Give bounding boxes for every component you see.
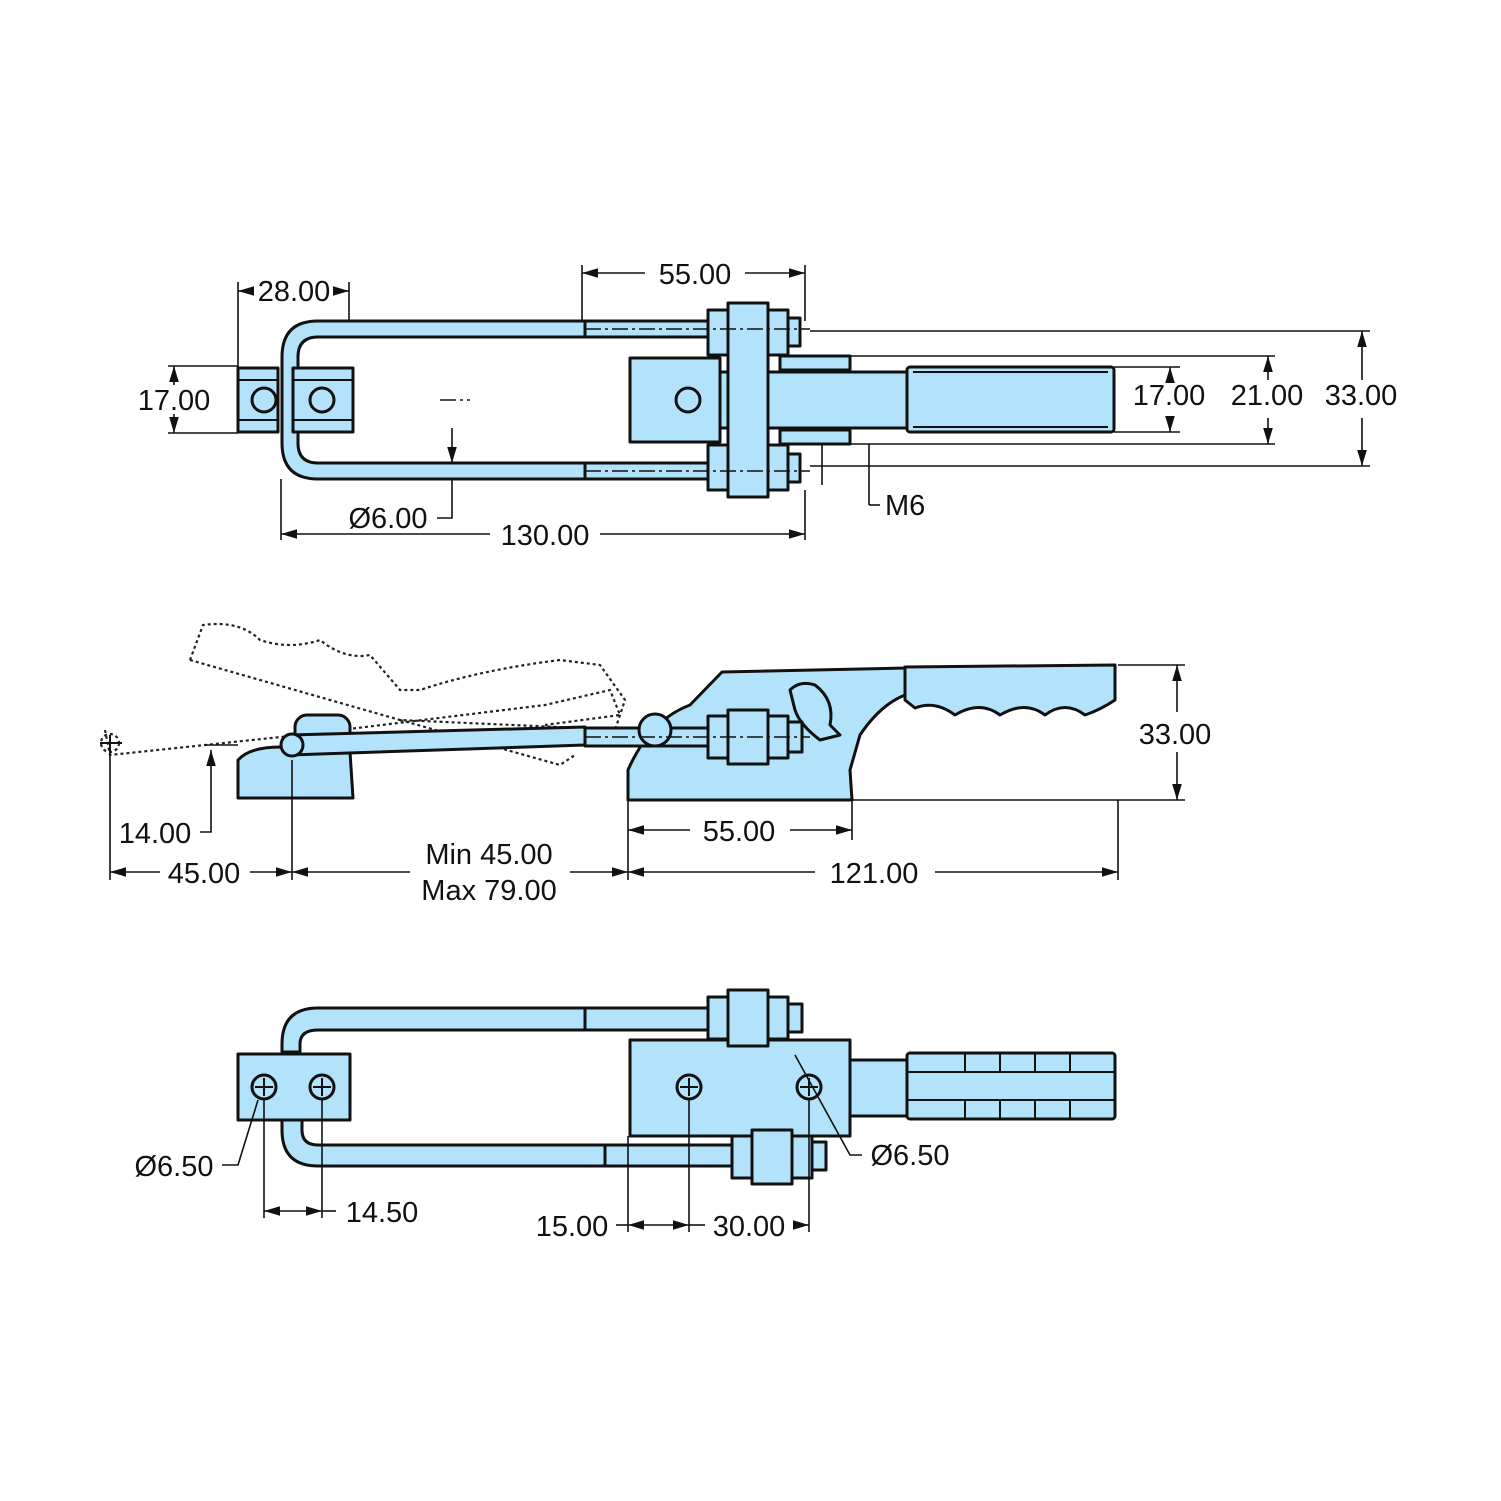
nut xyxy=(766,443,790,492)
dim-121: 121.00 xyxy=(830,858,919,890)
handle-shaft-bottom xyxy=(848,1058,912,1118)
bottom-view: Ø6.50 Ø6.50 14.50 15.00 30.00 xyxy=(135,988,1117,1243)
side-view: 33.00 14.00 45.00 Min 45.00 Max 79.00 55… xyxy=(99,622,1212,907)
nut xyxy=(706,995,730,1041)
dim-130: 130.00 xyxy=(501,520,590,552)
nut xyxy=(750,1128,794,1186)
u-bar-bottom xyxy=(280,1006,587,1054)
threaded-rod xyxy=(603,1143,737,1168)
handle-grip xyxy=(905,365,1116,434)
dim-diameter-6: Ø6.00 xyxy=(349,503,428,535)
dim-17-right: 17.00 xyxy=(1133,380,1206,412)
nut-end xyxy=(786,1002,804,1034)
dim-14-5: 14.50 xyxy=(346,1197,419,1229)
nut-end xyxy=(810,1140,828,1172)
nut xyxy=(726,988,770,1048)
dim-33-side: 33.00 xyxy=(1139,719,1212,751)
nut-end xyxy=(786,452,802,484)
pin-hole xyxy=(250,386,278,414)
pin-hole xyxy=(308,386,336,414)
dim-min: Min 45.00 xyxy=(425,839,552,871)
nut xyxy=(706,443,730,492)
top-view: 28.00 55.00 17.00 17.00 21.00 33.00 Ø6.0… xyxy=(138,259,1398,552)
thread-label-m6: M6 xyxy=(885,490,925,522)
dim-14: 14.00 xyxy=(119,818,192,850)
nut-end xyxy=(786,316,802,348)
nut xyxy=(730,1134,754,1180)
dim-hole-right: Ø6.50 xyxy=(871,1140,950,1172)
dim-55-top: 55.00 xyxy=(659,259,732,291)
dim-55-side: 55.00 xyxy=(703,816,776,848)
rod-end xyxy=(279,732,305,758)
flange xyxy=(778,428,852,446)
dim-33-top: 33.00 xyxy=(1325,380,1398,412)
dim-max: Max 79.00 xyxy=(421,875,556,907)
pivot xyxy=(637,712,673,748)
handle-side xyxy=(903,663,1117,717)
nut xyxy=(766,308,790,357)
nut xyxy=(766,995,790,1041)
dim-17-left: 17.00 xyxy=(138,385,211,417)
dim-21: 21.00 xyxy=(1231,380,1304,412)
nut-stack xyxy=(726,301,770,499)
dim-hole-left: Ø6.50 xyxy=(135,1151,214,1183)
flange xyxy=(778,354,852,372)
latch-plate-right xyxy=(291,366,355,434)
nut xyxy=(706,308,730,357)
dim-30: 30.00 xyxy=(713,1211,786,1243)
handle-grip-bottom xyxy=(905,1051,1117,1121)
pivot-hole xyxy=(674,386,702,414)
threaded-rod xyxy=(583,1006,712,1032)
dim-15: 15.00 xyxy=(536,1211,609,1243)
dim-45: 45.00 xyxy=(168,858,241,890)
dim-28: 28.00 xyxy=(258,276,331,308)
